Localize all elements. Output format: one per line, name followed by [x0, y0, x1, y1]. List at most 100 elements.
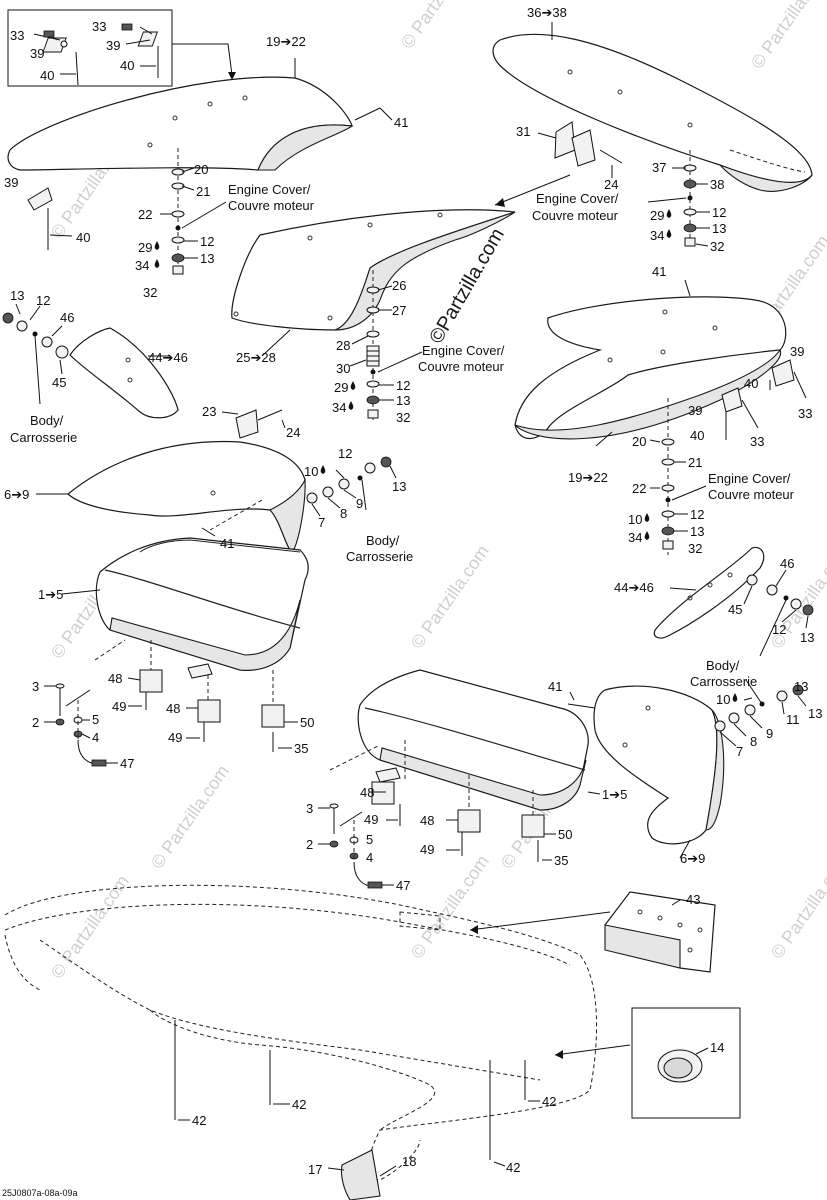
arrow-head: [495, 198, 505, 207]
note-engine-cover: Engine Cover/: [228, 182, 311, 197]
seam: [139, 539, 301, 553]
block-48: [371, 781, 395, 805]
plate-face: [604, 924, 681, 969]
label-42: 42: [192, 1113, 206, 1128]
label-46: 46: [60, 310, 74, 325]
body-bracket-left: [2, 303, 179, 419]
label-3: 3: [306, 801, 313, 816]
trim-shape: [67, 440, 306, 555]
inset-arrow: [172, 43, 233, 76]
leader: [351, 335, 369, 345]
leader: [343, 489, 357, 499]
hole: [727, 572, 733, 578]
watermark: © Partzilla.com: [767, 851, 827, 962]
bracket-31: [571, 129, 596, 167]
label-32: 32: [396, 410, 410, 425]
leader: [537, 132, 557, 139]
hole: [712, 325, 718, 331]
washer-7: [714, 720, 726, 732]
hole: [617, 89, 623, 95]
washer-9: [338, 478, 350, 490]
label-39: 39: [30, 46, 44, 61]
washer-45: [746, 574, 758, 586]
leader: [679, 839, 691, 859]
leader: [781, 701, 785, 715]
note-engine-cover: Engine Cover/: [536, 191, 619, 206]
leader: [361, 479, 367, 511]
watermark: © Partzilla.com: [407, 851, 493, 962]
washer-21: [171, 182, 185, 190]
watermark: © Partzilla.com: [147, 761, 233, 872]
hole: [172, 115, 178, 121]
label-21: 21: [688, 455, 702, 470]
bolt-41: [354, 107, 381, 121]
label-18: 18: [402, 1154, 416, 1169]
label-8: 8: [750, 734, 757, 749]
note-body-fr: Carrosserie: [690, 674, 757, 689]
label-45: 45: [728, 602, 742, 617]
note-engine-cover-fr: Couvre moteur: [418, 359, 505, 374]
drop-icon: [154, 241, 160, 250]
label-41: 41: [394, 115, 408, 130]
cushion-side: [379, 747, 587, 811]
drop-icon: [350, 381, 356, 390]
nut-13: [2, 312, 14, 324]
label-34: 34: [332, 400, 346, 415]
label-13: 13: [808, 706, 822, 721]
label-24: 24: [604, 177, 618, 192]
label-13: 13: [10, 288, 24, 303]
label-32: 32: [710, 239, 724, 254]
plug-frame: [631, 1007, 741, 1119]
label-20: 20: [194, 162, 208, 177]
leader: [15, 303, 21, 315]
label-13: 13: [794, 679, 808, 694]
label-39: 39: [688, 403, 702, 418]
center-line: [329, 744, 381, 771]
dot: [665, 497, 671, 503]
bracket-39: [771, 359, 795, 387]
label-34: 34: [135, 258, 149, 273]
leader: [281, 419, 286, 429]
clip-2: [55, 718, 65, 726]
screw-33: [43, 30, 55, 38]
trim-shape: [593, 685, 718, 845]
leader: [695, 1047, 709, 1055]
hull-inner: [149, 1009, 436, 1131]
label-29: 29: [650, 208, 664, 223]
label-25-28: 25➔28: [236, 350, 276, 365]
washer-12: [16, 320, 28, 332]
label-44-46: 44➔46: [614, 580, 654, 595]
bracket-shape: [69, 327, 179, 419]
label-12: 12: [36, 293, 50, 308]
note-body-fr: Carrosserie: [10, 430, 77, 445]
leader: [349, 359, 367, 367]
label-40: 40: [76, 230, 90, 245]
spacer-32: [662, 540, 674, 550]
leader: [181, 167, 195, 173]
washer-22: [171, 210, 185, 218]
leader: [377, 285, 393, 291]
dot: [357, 475, 363, 481]
leader-14: [554, 1044, 631, 1056]
washer-12: [683, 208, 697, 216]
leader: [181, 201, 227, 229]
label-47: 47: [396, 878, 410, 893]
hole: [60, 40, 68, 48]
leader: [379, 107, 393, 121]
watermark: © Partzilla.com: [397, 0, 483, 52]
label-10: 10: [628, 512, 642, 527]
hole: [607, 357, 613, 363]
hole: [307, 235, 313, 241]
washer-28: [366, 330, 380, 338]
label-22: 22: [138, 207, 152, 222]
leader: [743, 585, 753, 605]
leader: [775, 569, 787, 587]
watermark: © Partzilla.com: [407, 541, 493, 652]
adhesive-icons: [154, 209, 738, 702]
clip-2: [329, 840, 339, 848]
hole: [242, 95, 248, 101]
note-engine-cover-fr: Couvre moteur: [708, 487, 795, 502]
label-42: 42: [292, 1097, 306, 1112]
washer-12: [171, 236, 185, 244]
leader: [695, 243, 709, 247]
